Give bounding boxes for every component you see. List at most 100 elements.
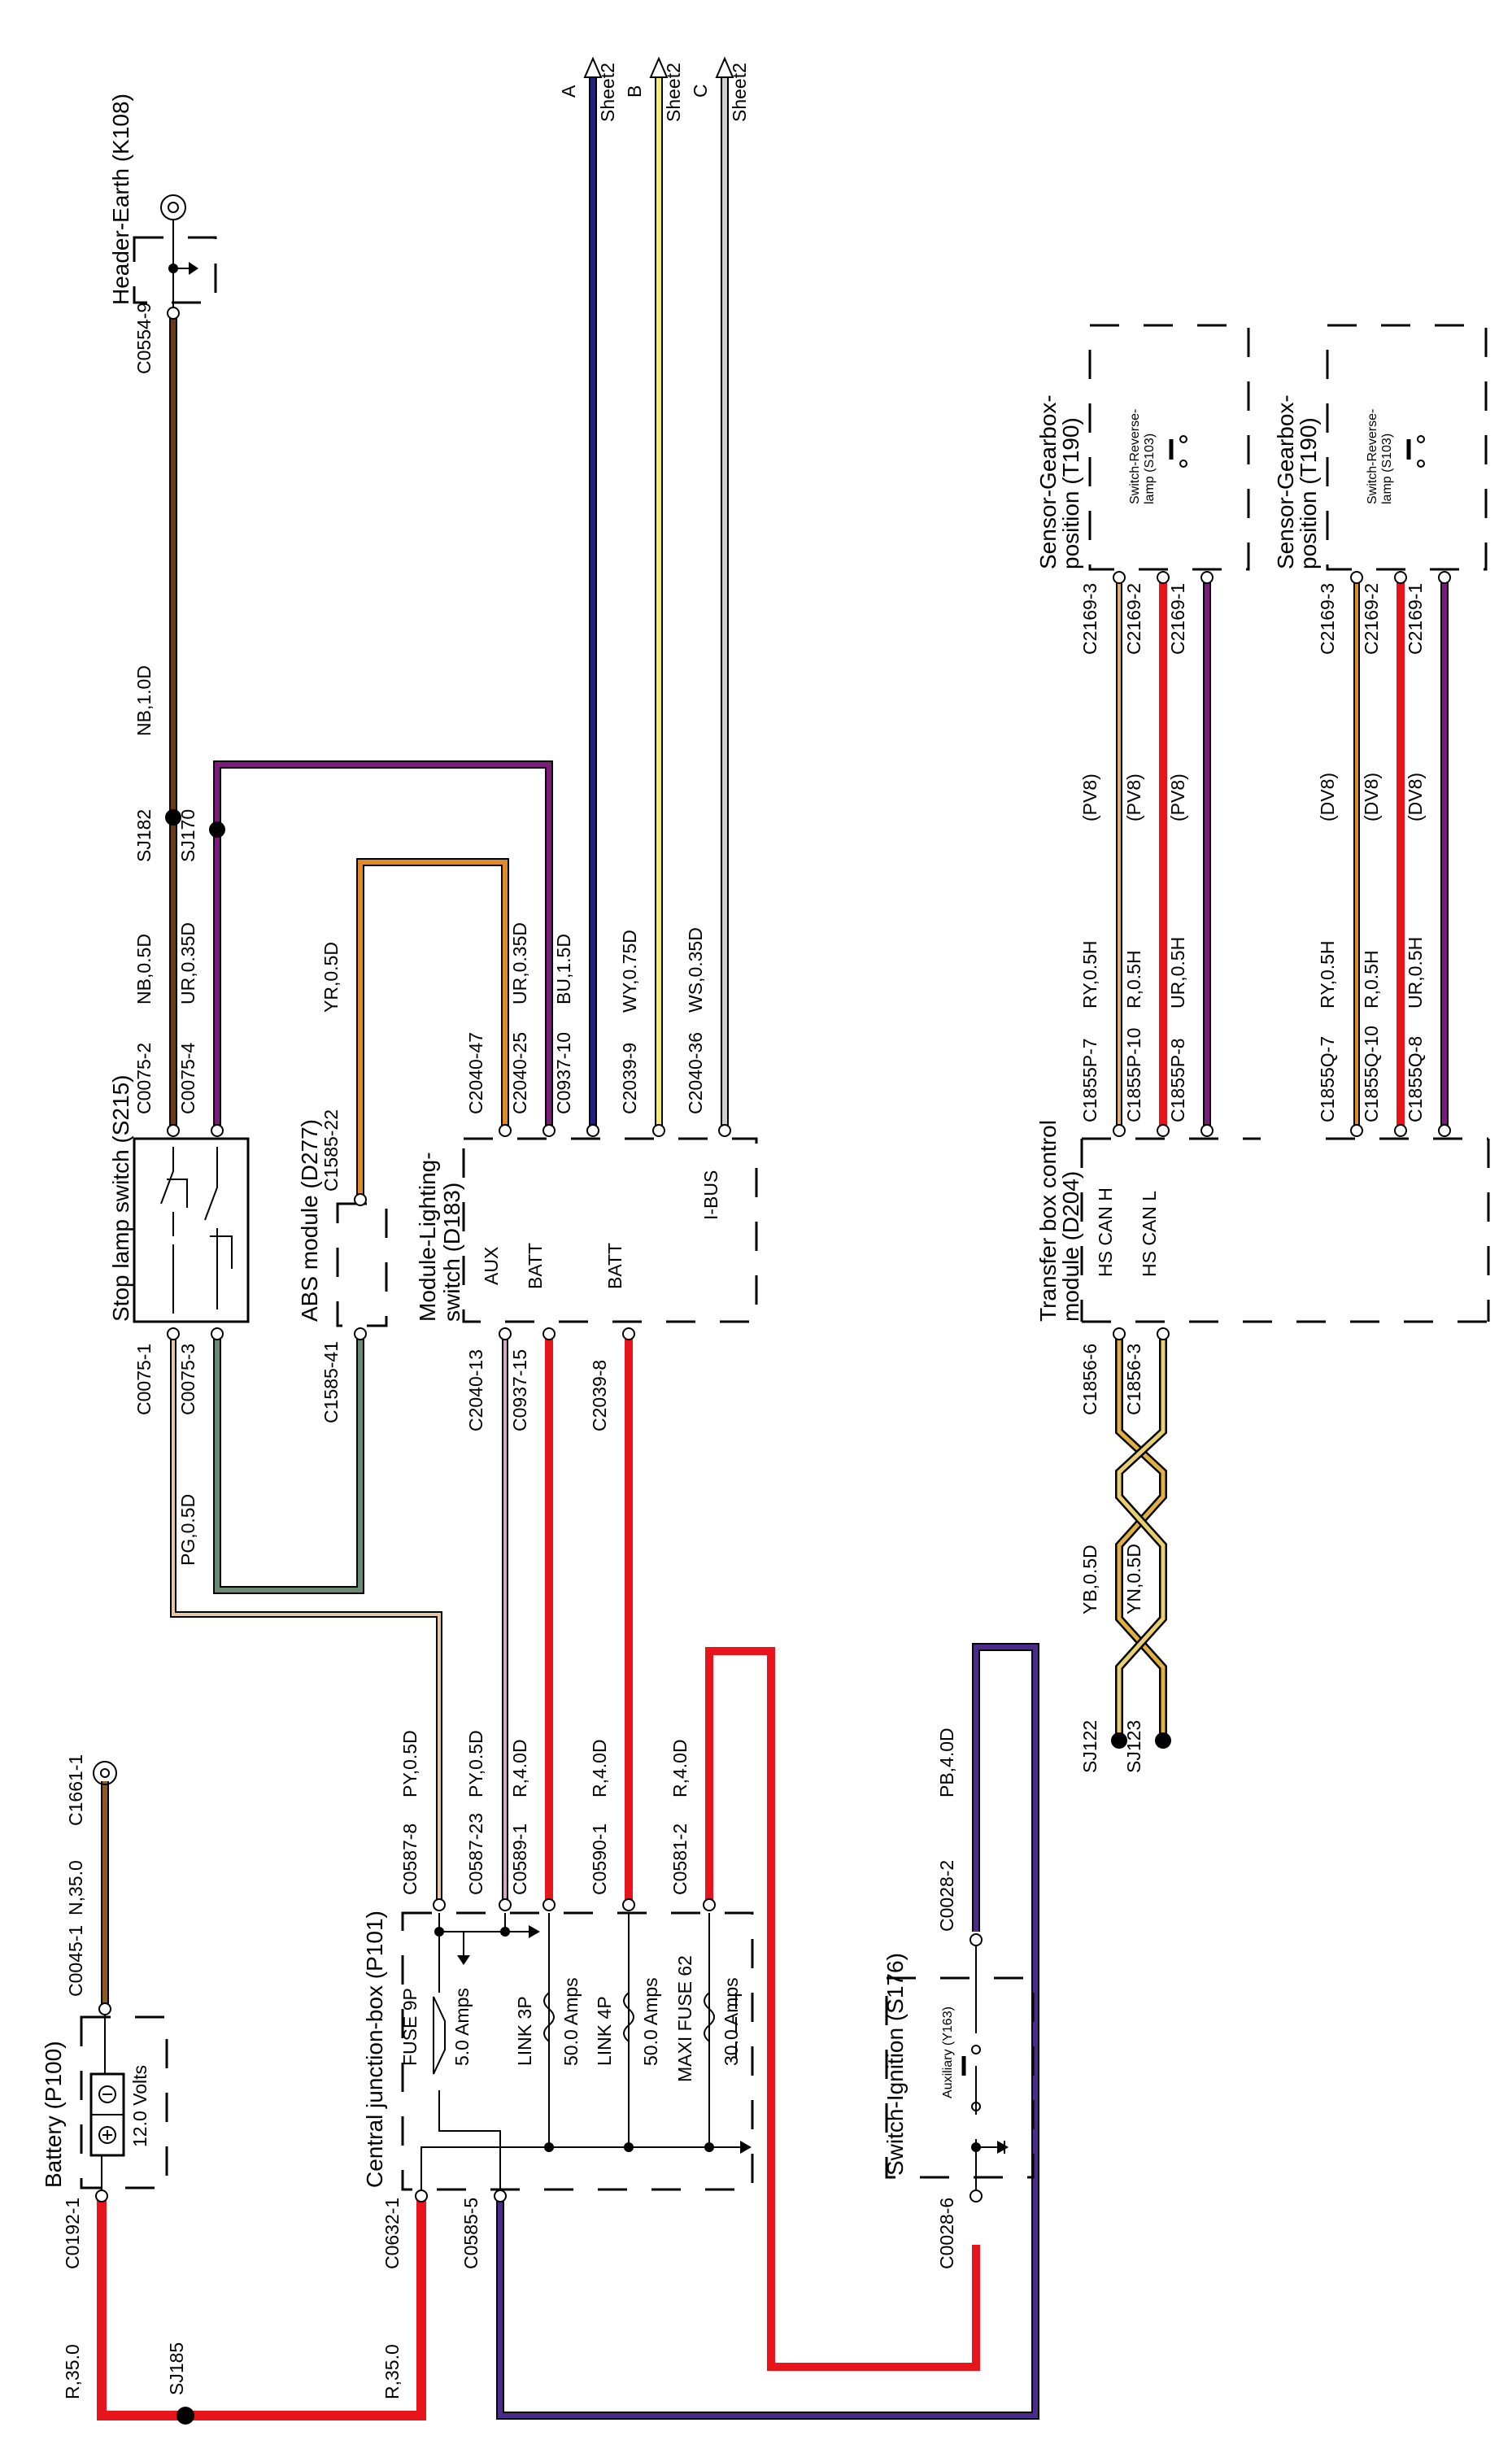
gearbox-sensor-1-box[interactable] — [1088, 324, 1250, 571]
splice-label: SJ170 — [177, 809, 198, 862]
wire-r4-c[interactable] — [705, 1647, 980, 2371]
lighting-switch-box[interactable] — [462, 1137, 758, 1323]
wire-label: PG,0.5D — [177, 1494, 198, 1566]
ignition-switch-box[interactable] — [885, 1976, 1035, 2179]
connector-label: C1855Q-10 — [1361, 1026, 1382, 1122]
connector-label: C1855Q-8 — [1405, 1036, 1426, 1122]
link-4p-label: LINK 4P — [594, 1996, 615, 2066]
wire-ur-purple[interactable] — [213, 760, 553, 1131]
terminal[interactable] — [1113, 1124, 1126, 1137]
connector-label: C2040-13 — [465, 1349, 486, 1431]
wire-r35[interactable] — [97, 2196, 426, 2420]
terminal[interactable] — [211, 1327, 224, 1340]
terminal[interactable] — [415, 2189, 428, 2203]
terminal[interactable] — [1157, 1124, 1170, 1137]
wire-label: R,4.0D — [669, 1739, 691, 1797]
sheet-ref-letter: A — [558, 85, 579, 98]
central-junction-box[interactable] — [401, 1911, 754, 2191]
stop-lamp-switch-box[interactable] — [133, 1137, 250, 1323]
terminal[interactable] — [1157, 1327, 1170, 1340]
terminal[interactable] — [1438, 571, 1451, 584]
arrow-b-icon[interactable] — [649, 56, 669, 78]
splice-label: SJ185 — [166, 2342, 187, 2395]
terminal[interactable] — [499, 1898, 512, 1911]
terminal[interactable] — [211, 1124, 224, 1137]
header-earth-box[interactable] — [133, 236, 217, 304]
wire-label: R,0.5H — [1123, 950, 1144, 1009]
connector-label: C0192-1 — [62, 2198, 83, 2269]
wire-label: RY,0.5H — [1317, 940, 1338, 1009]
terminal[interactable] — [1350, 1124, 1363, 1137]
terminal[interactable] — [499, 1327, 512, 1340]
wire-label: NB,0.5D — [133, 934, 155, 1004]
wire-label: R,35.0 — [62, 2344, 83, 2399]
gearbox-sensor-1-line1: Sensor-Gearbox- — [1035, 394, 1061, 569]
terminal[interactable] — [542, 1898, 556, 1911]
transfer-box-module-box[interactable] — [1080, 1137, 1490, 1323]
terminal[interactable] — [98, 2002, 111, 2015]
connector-label: C0590-1 — [589, 1823, 610, 1895]
sheet-ref-label[interactable]: Sheet2 — [663, 63, 684, 122]
wire-label: YN,0.5D — [1123, 1544, 1144, 1614]
terminal[interactable] — [167, 1327, 180, 1340]
terminal[interactable] — [542, 1327, 556, 1340]
terminal[interactable] — [1394, 1124, 1407, 1137]
terminal[interactable] — [494, 2189, 507, 2203]
wire-label: BU,1.5D — [553, 934, 574, 1004]
terminal[interactable] — [1394, 571, 1407, 584]
terminal[interactable] — [1350, 571, 1363, 584]
link-4p-amps: 50.0 Amps — [640, 1977, 661, 2066]
splice-sj122[interactable] — [1111, 1732, 1127, 1749]
sheet-ref-label[interactable]: Sheet2 — [597, 63, 618, 122]
splice-sj185[interactable] — [176, 2407, 194, 2425]
terminal[interactable] — [95, 2189, 108, 2203]
terminal[interactable] — [1157, 571, 1170, 584]
terminal[interactable] — [499, 1124, 512, 1137]
terminal[interactable] — [1200, 571, 1214, 584]
sheet-ref-label[interactable]: Sheet2 — [729, 63, 750, 122]
splice-label: SJ122 — [1079, 1720, 1100, 1773]
splice-sj182[interactable] — [165, 809, 181, 826]
fuse-9p-icon — [433, 1996, 446, 2075]
terminal[interactable] — [1113, 1327, 1126, 1340]
reverse-switch-1-line1: Switch-Reverse- — [1128, 409, 1142, 504]
terminal[interactable] — [433, 1898, 446, 1911]
ignition-aux-label: Auxiliary (Y163) — [941, 2006, 955, 2098]
terminal[interactable] — [703, 1898, 716, 1911]
terminal[interactable] — [970, 2189, 983, 2203]
terminal[interactable] — [167, 307, 180, 320]
link-3p-label: LINK 3P — [514, 1996, 535, 2066]
wire-label: PY,0.5D — [465, 1730, 486, 1797]
terminal[interactable] — [167, 1124, 180, 1137]
transfer-box-title-line2: module (D204) — [1058, 1171, 1083, 1322]
terminal[interactable] — [718, 1124, 731, 1137]
terminal[interactable] — [1200, 1124, 1214, 1137]
pin-batt-1: BATT — [525, 1243, 546, 1289]
gearbox-sensor-2-box[interactable] — [1326, 324, 1488, 571]
terminal[interactable] — [1438, 1124, 1451, 1137]
terminal[interactable] — [542, 1124, 556, 1137]
connector-label: C2040-25 — [509, 1032, 530, 1114]
terminal[interactable] — [1113, 571, 1126, 584]
reverse-switch-2-line2: lamp (S103) — [1380, 434, 1394, 504]
terminal[interactable] — [652, 1124, 665, 1137]
arrow-c-icon[interactable] — [715, 56, 734, 78]
terminal[interactable] — [354, 1193, 367, 1206]
connector-label: C2169-1 — [1405, 583, 1426, 655]
transfer-box-title-line1: Transfer box control — [1035, 1120, 1061, 1322]
sheet-arrows — [583, 56, 734, 78]
terminal[interactable] — [586, 1124, 599, 1137]
reverse-switch-1-line2: lamp (S103) — [1143, 434, 1157, 504]
splice-sj123[interactable] — [1155, 1732, 1171, 1749]
connector-label: C0045-1 — [65, 1925, 86, 1997]
terminal[interactable] — [970, 1933, 983, 1946]
arrow-a-icon[interactable] — [583, 56, 603, 78]
terminal[interactable] — [622, 1327, 635, 1340]
terminal[interactable] — [354, 1327, 367, 1340]
connector-label: C0589-1 — [509, 1823, 530, 1895]
splice-sj170[interactable] — [209, 821, 225, 838]
battery-box[interactable] — [80, 2015, 168, 2189]
abs-module-box[interactable] — [336, 1202, 388, 1327]
connector-label: C2040-47 — [465, 1032, 486, 1114]
terminal[interactable] — [622, 1898, 635, 1911]
